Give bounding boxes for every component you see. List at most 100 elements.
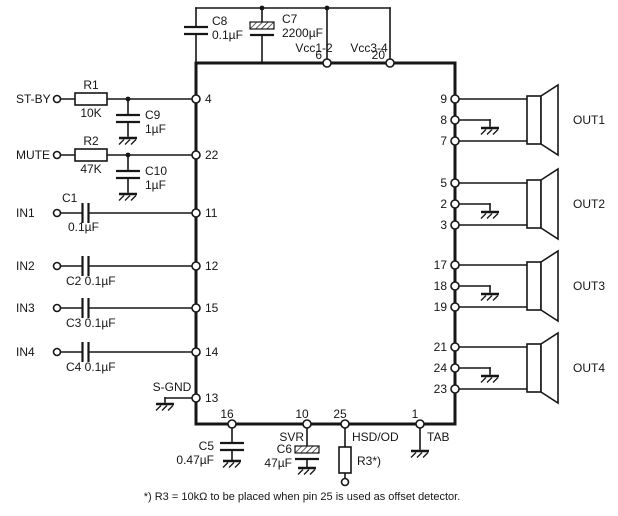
ic-pin-10 xyxy=(302,419,312,429)
out4-label: OUT4 xyxy=(573,361,605,375)
capacitor-c9-icon xyxy=(114,113,142,124)
ic-pin-22 xyxy=(191,150,201,160)
ground-icon xyxy=(409,449,431,459)
c5-value: 0.47µF xyxy=(176,453,214,467)
ic-pin-1 xyxy=(415,419,425,429)
ic-pin-18 xyxy=(450,281,460,291)
pin-number-6: 6 xyxy=(315,48,322,62)
stby-wires xyxy=(59,98,193,137)
ic-pin-16 xyxy=(227,419,237,429)
ic-pin-2 xyxy=(450,199,460,209)
ic-pin-25 xyxy=(340,419,350,429)
pin-number-23: 23 xyxy=(434,382,448,396)
speaker-out1-icon xyxy=(526,84,559,156)
c2-label: C2 0.1µF xyxy=(66,274,116,288)
pin-number-20: 20 xyxy=(372,48,386,62)
out2-label: OUT2 xyxy=(573,197,605,211)
ic-pin-17 xyxy=(450,260,460,270)
ground-icon xyxy=(296,466,318,476)
c5-name: C5 xyxy=(199,439,215,453)
vcc34-label: Vcc3-4 xyxy=(350,41,388,55)
ground-icon xyxy=(479,292,501,302)
c4-label: C4 0.1µF xyxy=(66,360,116,374)
c10-name: C10 xyxy=(145,164,167,178)
mute-wires xyxy=(59,154,193,193)
ic-pin-11 xyxy=(191,208,201,218)
ic-pin-21 xyxy=(450,342,460,352)
ic-pin-8 xyxy=(450,115,460,125)
ic-pin-14 xyxy=(191,347,201,357)
speaker-out2-icon xyxy=(526,168,559,240)
top-supply-wires xyxy=(195,7,391,64)
capacitor-c2-icon xyxy=(81,254,90,278)
capacitor-c3-icon xyxy=(81,296,90,320)
ic-pin-23 xyxy=(450,384,460,394)
pin-number-14: 14 xyxy=(205,345,219,359)
in1-terminal xyxy=(52,208,62,218)
r3-terminal xyxy=(340,477,350,487)
speaker-out4-icon xyxy=(526,332,559,404)
svr-label: SVR xyxy=(279,430,304,444)
c6-name: C6 xyxy=(277,442,293,456)
ic-pin-19 xyxy=(450,302,460,312)
out3-label: OUT3 xyxy=(573,279,605,293)
junction-dot xyxy=(125,96,131,102)
ground-icon xyxy=(154,402,176,412)
capacitor-c6-icon xyxy=(293,444,321,461)
in4-terminal xyxy=(52,347,62,357)
ground-icon xyxy=(117,136,139,146)
r2-value: 47K xyxy=(80,162,101,176)
stby-label: ST-BY xyxy=(16,92,51,106)
ic-pin-12 xyxy=(191,261,201,271)
out1-wires xyxy=(458,98,528,142)
c6-value: 47µF xyxy=(264,456,292,470)
out3-wires xyxy=(458,264,528,308)
in2-label: IN2 xyxy=(16,259,35,273)
pin-number-9: 9 xyxy=(440,92,447,106)
ic-body xyxy=(194,61,457,426)
c1-name: C1 xyxy=(62,191,78,205)
junction-dot xyxy=(324,5,330,11)
pin-number-19: 19 xyxy=(434,300,448,314)
capacitor-c8-icon xyxy=(182,25,210,36)
ic-pin-15 xyxy=(191,303,201,313)
in2-terminal xyxy=(52,261,62,271)
c9-name: C9 xyxy=(145,108,161,122)
sgnd-wires xyxy=(164,397,193,403)
resistor-r2-icon xyxy=(74,148,108,162)
ic-pin-9 xyxy=(450,94,460,104)
pin-number-1: 1 xyxy=(412,407,419,421)
resistor-r3-icon xyxy=(338,446,352,474)
junction-dot xyxy=(259,5,265,11)
speaker-out3-icon xyxy=(526,250,559,322)
sgnd-label: S-GND xyxy=(153,380,192,394)
r3-name: R3*) xyxy=(357,454,381,468)
footnote-text: *) R3 = 10kΩ to be placed when pin 25 is… xyxy=(144,491,461,503)
ic-pin-4 xyxy=(191,94,201,104)
pin-number-7: 7 xyxy=(440,134,447,148)
ic-pin-6 xyxy=(322,58,332,68)
ic-pin-3 xyxy=(450,220,460,230)
pin-number-11: 11 xyxy=(205,206,218,220)
out1-label: OUT1 xyxy=(573,113,605,127)
ground-icon xyxy=(479,374,501,384)
pin-number-13: 13 xyxy=(205,391,219,405)
pin-number-3: 3 xyxy=(440,218,447,232)
ic-pin-7 xyxy=(450,136,460,146)
mute-label: MUTE xyxy=(16,148,50,162)
c9-value: 1µF xyxy=(145,122,166,136)
c7-value: 2200µF xyxy=(282,26,323,40)
capacitor-c5-icon xyxy=(218,441,246,452)
mute-terminal xyxy=(52,150,62,160)
ic-pin-20 xyxy=(385,58,395,68)
pin-number-16: 16 xyxy=(220,407,234,421)
ground-icon xyxy=(221,459,243,469)
ic-pin-13 xyxy=(191,393,201,403)
c1-value: 0.1µF xyxy=(68,220,99,234)
pin-number-12: 12 xyxy=(205,259,219,273)
r1-name: R1 xyxy=(83,78,99,92)
ground-icon xyxy=(479,210,501,220)
c7-name: C7 xyxy=(282,12,298,26)
r2-name: R2 xyxy=(83,134,99,148)
hsd-od-label: HSD/OD xyxy=(352,430,399,444)
